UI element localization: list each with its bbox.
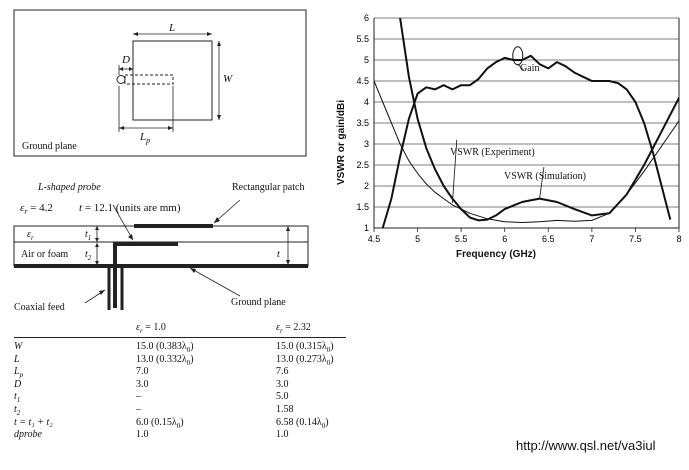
layer-air-label: Air or foam	[21, 249, 69, 260]
table-row: D 3.0 3.0	[14, 379, 346, 392]
y-axis-label: VSWR or gain/dBi	[336, 100, 347, 185]
row-value-eps1: 7.0	[136, 366, 149, 378]
row-value-eps2: 3.0	[276, 378, 289, 390]
vswr-sim-leader	[539, 167, 545, 199]
x-tick-label: 8	[676, 234, 681, 244]
row-value-eps2: 7.6	[276, 366, 289, 378]
y-tick-label: 3.5	[356, 118, 369, 128]
header-eps2: εr = 2.32	[276, 322, 311, 335]
row-param: t1	[14, 391, 21, 405]
y-tick-label: 2.5	[356, 160, 369, 170]
annotation-vswr-simulation: VSWR (Simulation)	[504, 171, 586, 182]
layer-eps-label: εr	[27, 229, 34, 242]
y-tick-label: 4	[364, 97, 369, 107]
row-value-eps2: 1.58	[276, 403, 294, 415]
patch-outline	[132, 40, 213, 121]
t2-label: t2	[85, 249, 92, 262]
header-eps1: εr = 1.0	[136, 322, 166, 335]
row-param: t2	[14, 403, 21, 417]
y-tick-label: 1	[364, 223, 369, 233]
series-vswr-experiment	[399, 18, 679, 222]
table-row: dprobe 1.0 1.0	[14, 429, 346, 442]
probe-label: L-shaped probe	[38, 182, 101, 193]
row-value-eps2: 5.0	[276, 391, 289, 403]
source-url: http://www.qsl.net/va3iul	[516, 438, 656, 453]
annotation-vswr-experiment: VSWR (Experiment)	[450, 147, 535, 158]
x-tick-label: 6	[502, 234, 507, 244]
row-value-eps1: 15.0 (0.383λ0)	[136, 341, 194, 354]
x-tick-label: 6.5	[542, 234, 555, 244]
y-tick-label: 1.5	[356, 202, 369, 212]
row-param: Lp	[14, 366, 24, 380]
table-row: t = t₁ + t₂ 6.0 (0.15λ0) 6.58 (0.14λ0)	[14, 417, 346, 430]
vswr-exp-leader	[452, 139, 458, 203]
ground-plane-label-top: Ground plane	[22, 141, 77, 152]
patch-label: Rectangular patch	[232, 182, 305, 193]
table-header: εr = 1.0 εr = 2.32	[14, 319, 346, 338]
row-value-eps1: –	[136, 403, 141, 415]
row-param: t = t₁ + t₂	[14, 416, 53, 428]
table-row: W 15.0 (0.383λ0) 15.0 (0.315λ0)	[14, 341, 346, 354]
label-D: D	[122, 54, 130, 66]
x-tick-label: 7	[589, 234, 594, 244]
row-value-eps2: 13.0 (0.273λ0)	[276, 353, 334, 367]
x-tick-label: 4.5	[368, 234, 381, 244]
table-row: t1 – 5.0	[14, 391, 346, 404]
row-value-eps2: 15.0 (0.315λ0)	[276, 341, 334, 354]
y-tick-label: 4.5	[356, 76, 369, 86]
y-tick-label: 2	[364, 181, 369, 191]
table-body: W 15.0 (0.383λ0) 15.0 (0.315λ0) L 13.0 (0.33…	[14, 341, 346, 442]
gain-leader	[517, 63, 525, 71]
x-tick-label: 7.5	[629, 234, 642, 244]
label-L: L	[169, 22, 176, 34]
row-value-eps1: 3.0	[136, 378, 149, 390]
x-axis-label: Frequency (GHz)	[456, 249, 537, 260]
eps-value-label: εr = 4.2	[20, 202, 53, 217]
row-value-eps2: 6.58 (0.14λ0)	[276, 416, 329, 430]
table-row: L 13.0 (0.332λ0) 13.0 (0.273λ0)	[14, 354, 346, 367]
t-value-label: t = 12.1 (units are mm)	[79, 202, 181, 214]
table-row: Lp 7.0 7.6	[14, 366, 346, 379]
table-row: t2 – 1.58	[14, 404, 346, 417]
row-param: D	[14, 378, 22, 390]
series-gain	[381, 54, 672, 228]
x-tick-label: 5	[415, 234, 420, 244]
row-value-eps1: 13.0 (0.332λ0)	[136, 353, 194, 367]
probe-feed-circle	[116, 75, 126, 84]
row-value-eps1: –	[136, 391, 141, 403]
t-label: t	[277, 249, 280, 260]
probe-dashed	[124, 74, 174, 85]
row-value-eps1: 6.0 (0.15λ0)	[136, 416, 184, 430]
label-W: W	[223, 73, 233, 85]
coax-label: Coaxial feed	[14, 302, 65, 313]
y-tick-label: 5.5	[356, 34, 369, 44]
ground-plane-outline	[13, 9, 307, 157]
row-value-eps2: 1.0	[276, 429, 289, 441]
y-tick-label: 6	[364, 13, 369, 23]
row-param: L	[14, 353, 20, 365]
gain-marker-ellipse	[512, 46, 524, 66]
y-tick-label: 3	[364, 139, 369, 149]
x-tick-label: 5.5	[455, 234, 468, 244]
row-param: dprobe	[14, 429, 42, 441]
row-param: W	[14, 341, 23, 352]
series-vswr-simulation	[374, 80, 679, 223]
dimension-table: εr = 1.0 εr = 2.32 W 15.0 (0.383λ0) 15.0 (…	[14, 319, 346, 442]
t1-label: t1	[85, 229, 92, 242]
y-tick-label: 5	[364, 55, 369, 65]
row-value-eps1: 1.0	[136, 429, 149, 441]
annotation-gain: Gain	[520, 63, 540, 74]
ground-plane-label-side: Ground plane	[231, 297, 286, 308]
label-Lp: Lp	[140, 131, 151, 146]
